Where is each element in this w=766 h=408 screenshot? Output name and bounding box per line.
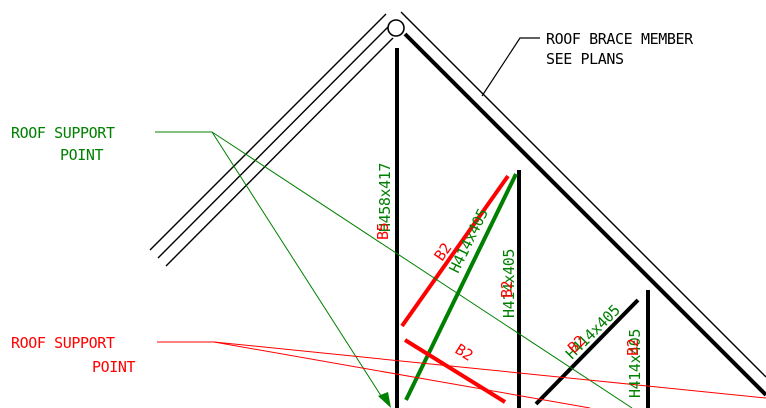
roof-outline-left: [149, 13, 394, 267]
label-b2-lower: B2: [452, 340, 476, 364]
label-h458x417: H458x417: [376, 163, 394, 232]
label-b2-right: B2: [624, 339, 642, 356]
roof-brace-leader: [481, 37, 540, 97]
roof-support-annotation-green: ROOF SUPPORT POINT: [11, 124, 115, 164]
roof-brace-annotation: ROOF BRACE MEMBER SEE PLANS: [546, 30, 694, 68]
green-leader-lines: [155, 131, 633, 408]
label-b5: B5: [374, 223, 392, 240]
label-h414x405-small-diag: H414x405: [562, 301, 624, 363]
red-leader-lines: [157, 341, 766, 408]
vertical-members: [395, 48, 650, 408]
support-green-line1: ROOF SUPPORT: [11, 124, 115, 142]
label-b2-vert: B2: [498, 281, 516, 298]
label-h414x405-right: H414x405: [626, 329, 644, 398]
ridge-circle: [387, 19, 405, 37]
green-arrow-head: [378, 392, 391, 408]
red-lower-member: [403, 338, 507, 404]
roof-brace-line2: SEE PLANS: [546, 50, 624, 68]
support-green-line2: POINT: [60, 146, 104, 164]
roof-brace-line1: ROOF BRACE MEMBER: [546, 30, 694, 48]
red-members: [400, 174, 510, 404]
red-diagonal-member: [400, 174, 510, 328]
label-h414x405-vert: H414x405: [500, 249, 518, 318]
diagonal-member-small: [534, 298, 640, 406]
roof-support-annotation-red: ROOF SUPPORT POINT: [11, 334, 136, 376]
support-red-line2: POINT: [92, 358, 136, 376]
roof-outline-right: [400, 11, 766, 397]
green-diagonal-member: [404, 173, 518, 401]
support-red-line1: ROOF SUPPORT: [11, 334, 115, 352]
